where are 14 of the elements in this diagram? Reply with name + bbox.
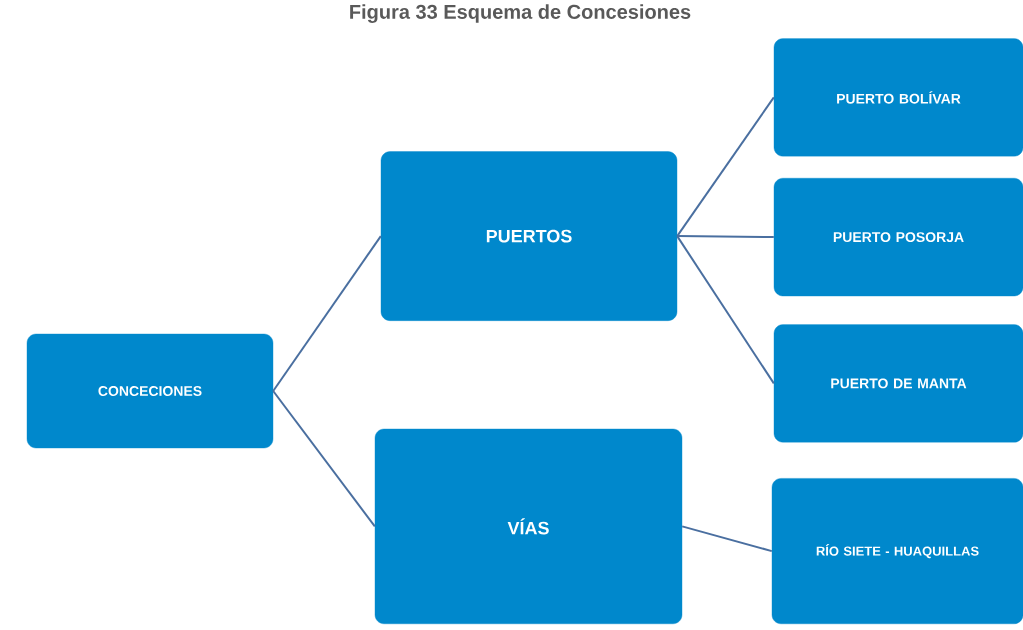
connector-line (676, 96, 775, 238)
concept-box: VÍAS (374, 428, 683, 624)
connector-line (676, 235, 775, 385)
concept-box: RÍO SIETE - HUAQUILLAS (771, 478, 1023, 624)
connector-line (681, 525, 773, 553)
connector-line (272, 235, 382, 392)
concept-box: CONCECIONES (26, 333, 274, 449)
connector-line (676, 235, 775, 239)
concept-box: PUERTOS (380, 151, 678, 321)
title: Figura 33 Esquema de Concesiones (350, 4, 691, 23)
connector-line (272, 390, 376, 528)
concept-box: PUERTO DE MANTA (773, 324, 1023, 443)
concept-box: PUERTO POSORJA (773, 178, 1023, 297)
concept-box: PUERTO BOLÍVAR (773, 38, 1023, 157)
